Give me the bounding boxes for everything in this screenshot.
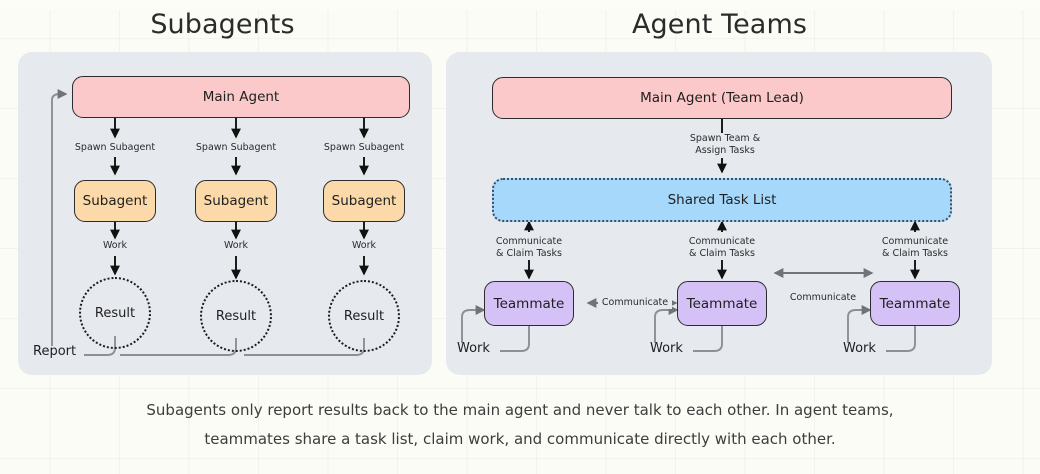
node-subagent-3: Subagent [323,180,405,222]
edge-label-spawn-team: Spawn Team & Assign Tasks [672,133,778,156]
caption-line-1: Subagents only report results back to th… [146,401,894,419]
node-result-1: Result [79,277,151,349]
panel-title-agent-teams: Agent Teams [631,9,808,40]
node-label: Shared Task List [667,192,777,208]
node-label: Main Agent (Team Lead) [640,90,804,106]
edge-label-work-teammate-1: Work [454,342,500,355]
node-shared-task-list: Shared Task List [492,178,952,222]
node-teammate-3: Teammate [870,281,960,326]
node-label: Teammate [879,295,951,312]
edge-label-communicate-claim-2: Communicate & Claim Tasks [672,236,772,259]
edge-label-spawn-subagent-3: Spawn Subagent [323,142,405,153]
figure-caption: Subagents only report results back to th… [60,396,980,454]
node-label: Result [215,308,257,324]
node-label: Result [94,305,136,321]
node-label: Teammate [493,295,565,312]
panel-title-subagents: Subagents [150,9,295,40]
edge-label-line1: Communicate [881,236,949,247]
edge-label-communicate-claim-3: Communicate & Claim Tasks [865,236,965,259]
edge-label-work-1: Work [102,240,128,251]
node-subagent-1: Subagent [74,180,156,222]
edge-label-work-teammate-3: Work [840,342,886,355]
node-subagent-2: Subagent [195,180,277,222]
edge-label-line2: & Claim Tasks [882,247,948,259]
edge-label-communicate-1-2: Communicate [598,297,672,309]
edge-label-report: Report [30,345,84,358]
node-main-agent: Main Agent [72,76,410,118]
node-result-2: Result [200,280,272,352]
node-teammate-1: Teammate [484,281,574,326]
edge-label-line1: Communicate [688,236,756,247]
node-label: Subagent [203,193,269,209]
edge-label-line2: & Claim Tasks [689,247,755,259]
edge-label-work-3: Work [351,240,377,251]
edge-label-spawn-subagent-2: Spawn Subagent [195,142,277,153]
edge-label-communicate-claim-1: Communicate & Claim Tasks [479,236,579,259]
edge-label-line1: Spawn Team & [689,133,761,144]
node-label: Main Agent [202,89,280,105]
edge-label-spawn-subagent-1: Spawn Subagent [74,142,156,153]
edge-label-line1: Communicate [495,236,563,247]
node-label: Teammate [686,295,758,312]
edge-label-communicate-2-3: Communicate [789,292,857,303]
edge-label-line2: & Claim Tasks [496,247,562,259]
node-label: Result [343,308,385,324]
node-main-agent-team-lead: Main Agent (Team Lead) [492,77,952,119]
node-result-3: Result [328,280,400,352]
node-teammate-2: Teammate [677,281,767,326]
edge-label-work-2: Work [223,240,249,251]
edge-label-work-teammate-2: Work [647,342,693,355]
node-label: Subagent [82,193,148,209]
node-label: Subagent [331,193,397,209]
caption-line-2: teammates share a task list, claim work,… [204,430,836,448]
edge-label-line2: Assign Tasks [695,144,755,156]
top-band [0,0,1040,10]
